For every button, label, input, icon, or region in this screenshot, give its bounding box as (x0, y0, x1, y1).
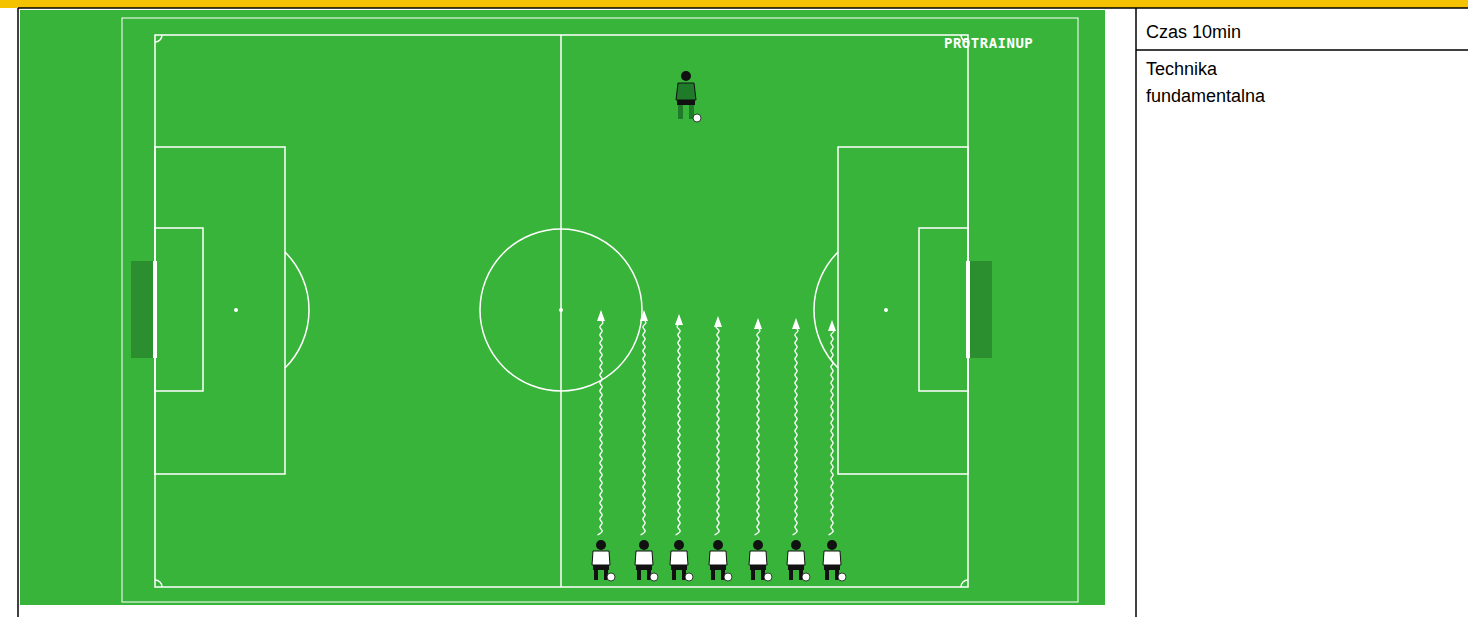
arrow-head (597, 310, 605, 321)
arrow-head (828, 320, 836, 331)
dribble-line (829, 330, 834, 535)
player (592, 540, 615, 581)
player (749, 540, 772, 581)
arrow-head (754, 318, 762, 329)
watermark: PROTRAINUP (944, 30, 1033, 57)
goal-left (131, 261, 153, 358)
table-border (17, 8, 19, 617)
player (709, 540, 732, 581)
table-border (18, 7, 1468, 9)
goal-post (153, 261, 157, 358)
table-border (1136, 49, 1468, 51)
player (635, 540, 658, 581)
player (823, 540, 846, 581)
dribble-lines (597, 310, 836, 535)
top-bar (0, 0, 1468, 8)
spots (234, 308, 888, 312)
grass (20, 10, 1105, 605)
goal-right (970, 261, 992, 358)
dribble-line (598, 320, 603, 535)
dribble-line (715, 326, 720, 535)
table-cell: Technika fundamentalna (1146, 56, 1296, 110)
arrow-head (675, 314, 683, 325)
dribble-line (755, 328, 760, 535)
arrow-head (640, 310, 648, 321)
table-cell: Czas 10min (1146, 19, 1446, 46)
dribble-line (641, 320, 646, 535)
dribble-line (793, 328, 798, 535)
pitch-lines (122, 18, 1078, 602)
players (592, 540, 846, 581)
dribble-line (676, 324, 681, 535)
goalkeeper (676, 71, 701, 122)
arrow-head (792, 318, 800, 329)
player (787, 540, 810, 581)
player (670, 540, 693, 581)
goal-post (966, 261, 970, 358)
arrow-head (714, 316, 722, 327)
table-border (1135, 8, 1137, 617)
